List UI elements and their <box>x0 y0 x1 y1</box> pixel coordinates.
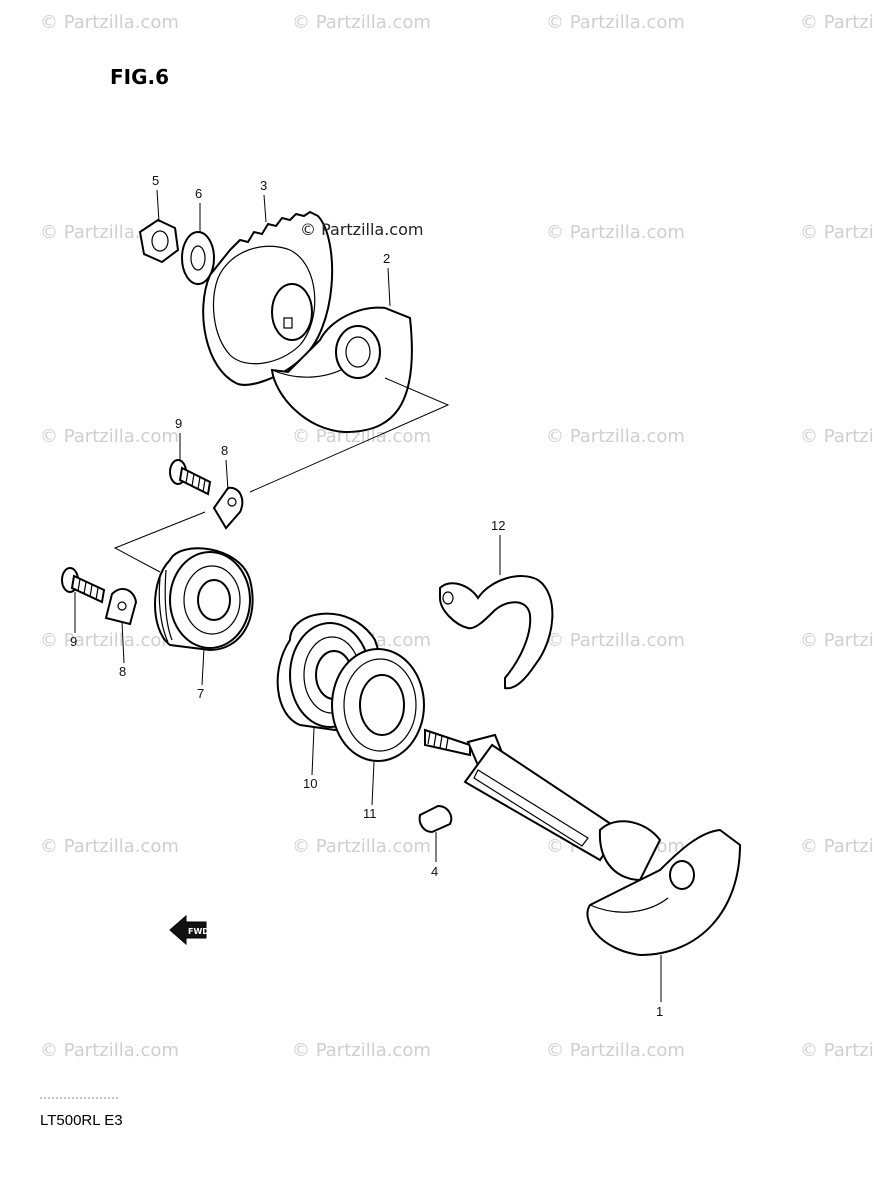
counterweight-edge <box>589 897 669 913</box>
watermark: © Partzilla.com <box>800 630 874 651</box>
shaft-thread <box>427 731 449 751</box>
assembly-line <box>113 511 206 573</box>
watermark: © Partzilla.com <box>40 1040 179 1061</box>
center-watermark: © Partzilla.com <box>300 220 423 239</box>
watermark: © Partzilla.com <box>292 1040 431 1061</box>
callout-3: 3 <box>260 178 267 193</box>
arrow-icon <box>169 914 207 946</box>
part-7-bearing[interactable] <box>154 547 254 652</box>
callout-10: 10 <box>303 776 317 791</box>
watermark: © Partzilla.com <box>40 630 179 651</box>
callout-2: 2 <box>383 251 390 266</box>
gear-bore <box>271 283 313 341</box>
gear-keyway <box>283 317 293 329</box>
bracket-body <box>439 575 554 690</box>
gear-hub-face <box>212 245 316 365</box>
screw-thread <box>77 578 99 601</box>
watermark: © Partzilla.com <box>546 12 685 33</box>
watermark: © Partzilla.com <box>546 630 685 651</box>
watermark: © Partzilla.com <box>546 222 685 243</box>
callout-5: 5 <box>152 173 159 188</box>
weight-bore-inner <box>345 336 371 368</box>
part-4-key[interactable] <box>418 804 453 834</box>
callout-9-lower: 9 <box>70 634 77 649</box>
fwd-direction-arrow: FWD <box>169 914 209 946</box>
leader-11 <box>371 761 375 806</box>
callout-6: 6 <box>195 186 202 201</box>
bearing-race <box>183 565 241 635</box>
part-8-lock-plate-upper[interactable] <box>212 486 244 530</box>
leader-10 <box>311 727 315 776</box>
watermark: © Partzilla.com <box>800 426 874 447</box>
callout-11: 11 <box>363 806 377 821</box>
callout-1: 1 <box>656 1004 663 1019</box>
callout-8: 8 <box>221 443 228 458</box>
shaft-keyway <box>473 769 589 847</box>
watermark: © Partzilla.com <box>800 836 874 857</box>
part-8-lock-plate-lower[interactable] <box>104 587 138 626</box>
callout-9: 9 <box>175 416 182 431</box>
leader-8 <box>225 459 229 491</box>
watermark: © Partzilla.com <box>546 1040 685 1061</box>
fwd-label: FWD <box>188 927 209 936</box>
watermark-layer: © Partzilla.com © Partzilla.com © Partzi… <box>40 12 874 1061</box>
plate-body <box>212 486 244 530</box>
shaft-body <box>463 743 622 862</box>
part-6-washer[interactable] <box>181 231 215 285</box>
model-code: LT500RL E3 <box>40 1112 123 1129</box>
assembly-guides <box>113 377 450 573</box>
assembly-line <box>249 377 450 493</box>
part-2-balancer-weight[interactable] <box>270 306 413 434</box>
seal-lip <box>343 658 417 752</box>
screw-thread <box>185 470 206 493</box>
watermark: © Partzilla.com <box>40 836 179 857</box>
leader-8-lower <box>121 621 125 664</box>
watermark: © Partzilla.com <box>40 12 179 33</box>
callout-12: 12 <box>491 518 505 533</box>
part-3-balancer-gear[interactable]: © Partzilla.com <box>202 210 423 386</box>
part-12-bracket[interactable] <box>439 575 554 690</box>
watermark: © Partzilla.com <box>546 426 685 447</box>
watermark: © Partzilla.com <box>292 12 431 33</box>
watermark: © Partzilla.com <box>800 12 874 33</box>
watermark: © Partzilla.com <box>800 222 874 243</box>
bracket-hole <box>442 591 454 605</box>
callout-7: 7 <box>197 686 204 701</box>
part-9-screw-upper[interactable] <box>169 459 212 496</box>
callout-4: 4 <box>431 864 438 879</box>
leader-5 <box>156 189 160 223</box>
plate-hole <box>227 497 237 507</box>
washer-inner <box>190 245 206 271</box>
nut-hole <box>151 230 169 252</box>
leader-2 <box>387 267 391 307</box>
watermark: © Partzilla.com <box>292 426 431 447</box>
screw-shank <box>178 466 212 496</box>
callout-8-lower: 8 <box>119 664 126 679</box>
seal-bore <box>359 674 405 736</box>
nut-hex <box>138 218 180 264</box>
part-11-oil-seal[interactable] <box>331 648 425 762</box>
bearing-bore <box>197 579 231 621</box>
plate-hole <box>117 601 127 611</box>
key-body <box>418 804 453 834</box>
part-9-screw-lower[interactable] <box>61 567 106 604</box>
figure-title: FIG.6 <box>110 65 169 89</box>
leader-3 <box>263 194 267 223</box>
watermark: © Partzilla.com <box>292 836 431 857</box>
screw-shank <box>70 574 106 604</box>
bearing-rim <box>158 569 173 643</box>
part-1-balancer-shaft[interactable] <box>424 728 742 957</box>
shaft-web <box>598 820 662 882</box>
counterweight-hole <box>669 860 695 890</box>
watermark: © Partzilla.com <box>800 1040 874 1061</box>
watermark: © Partzilla.com <box>40 426 179 447</box>
part-5-nut[interactable] <box>138 218 180 264</box>
washer-outer <box>181 231 215 285</box>
shaft-counterweight <box>586 828 742 957</box>
plate-body <box>104 587 138 626</box>
weight-bore <box>335 325 381 379</box>
callouts: 5 6 3 2 9 8 12 9 8 7 10 11 4 1 <box>70 173 663 1019</box>
leader-7 <box>201 647 205 686</box>
